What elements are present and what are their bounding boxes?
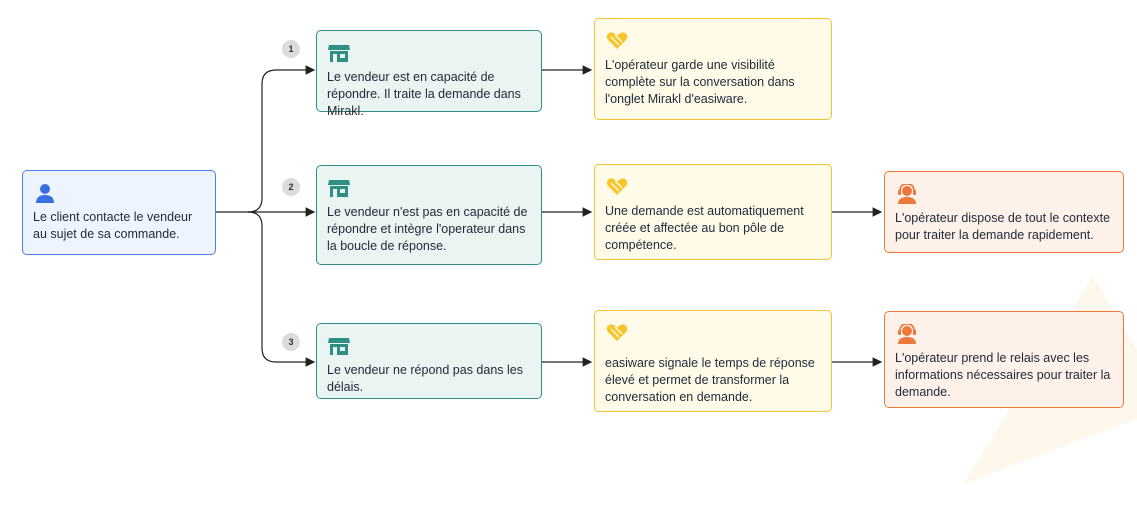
store-icon bbox=[328, 338, 350, 355]
vendor-box-3: Le vendeur ne répond pas dans les délais… bbox=[316, 323, 542, 399]
operator-text-3: easiware signale le temps de réponse éle… bbox=[605, 356, 815, 404]
user-icon bbox=[36, 184, 54, 203]
operator-box-1: L'opérateur garde une visibilité complèt… bbox=[594, 18, 832, 120]
vendor-box-1: Le vendeur est en capacité de répondre. … bbox=[316, 30, 542, 118]
operator-box-2: Une demande est automatiquement créée et… bbox=[594, 164, 832, 260]
step-badge-3: 3 bbox=[282, 333, 300, 351]
vendor-text-2: Le vendeur n'est pas en capacité de répo… bbox=[327, 205, 528, 253]
step-badge-1: 1 bbox=[282, 40, 300, 58]
agent-box-3: L'opérateur prend le relais avec les inf… bbox=[884, 311, 1124, 408]
agent-box-2: L'opérateur dispose de tout le contexte … bbox=[884, 171, 1124, 253]
client-text: Le client contacte le vendeur au sujet d… bbox=[33, 210, 193, 241]
flow-connectors bbox=[216, 65, 883, 367]
store-icon bbox=[328, 180, 350, 197]
store-icon bbox=[328, 45, 350, 62]
heart-hands-icon bbox=[606, 324, 628, 341]
operator-text-2: Une demande est automatiquement créée et… bbox=[605, 204, 804, 252]
heart-hands-icon bbox=[606, 178, 628, 195]
headset-agent-icon bbox=[898, 184, 916, 204]
agent-text-3: L'opérateur prend le relais avec les inf… bbox=[895, 351, 1111, 399]
vendor-text-1: Le vendeur est en capacité de répondre. … bbox=[327, 70, 521, 118]
agent-text-2: L'opérateur dispose de tout le contexte … bbox=[895, 211, 1111, 242]
vendor-box-2: Le vendeur n'est pas en capacité de répo… bbox=[316, 165, 542, 265]
operator-text-1: L'opérateur garde une visibilité complèt… bbox=[605, 58, 795, 106]
heart-hands-icon bbox=[606, 32, 628, 49]
headset-agent-icon bbox=[898, 324, 916, 344]
client-box: Le client contacte le vendeur au sujet d… bbox=[22, 170, 216, 255]
step-badge-2: 2 bbox=[282, 178, 300, 196]
operator-box-3: easiware signale le temps de réponse éle… bbox=[594, 310, 832, 412]
vendor-text-3: Le vendeur ne répond pas dans les délais… bbox=[327, 363, 523, 394]
